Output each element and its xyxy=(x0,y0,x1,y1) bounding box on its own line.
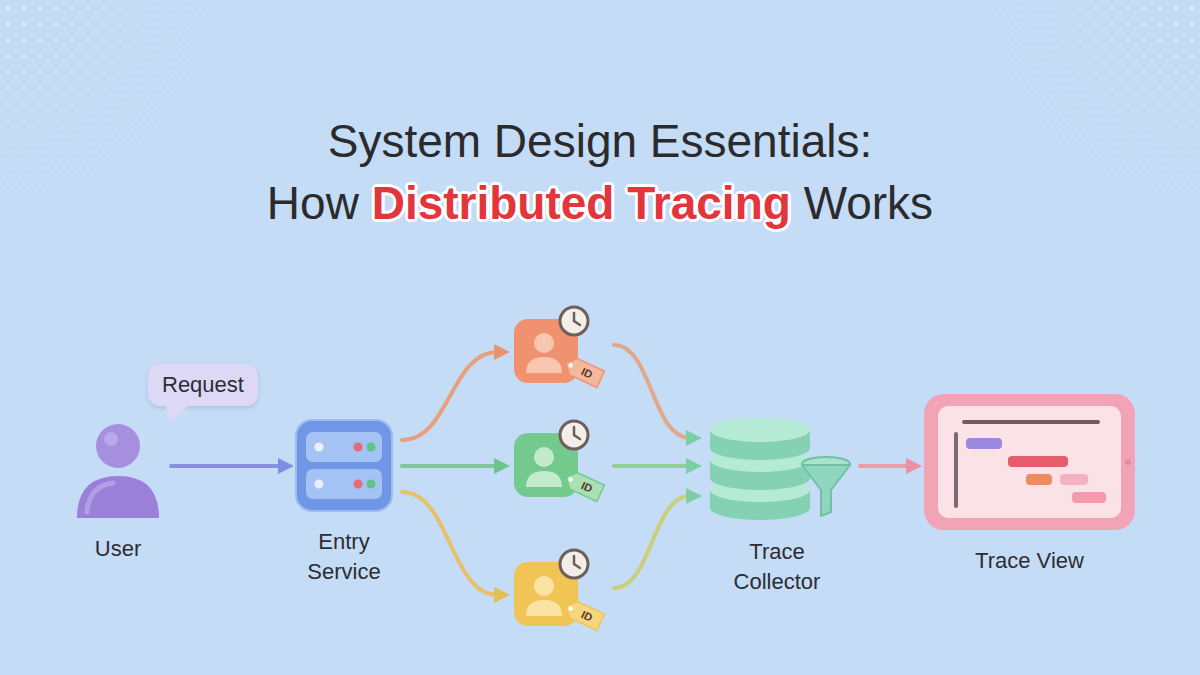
title-word: How xyxy=(267,177,359,229)
diagram-title: System Design Essentials: How Distribute… xyxy=(0,110,1200,234)
icon-part xyxy=(562,469,604,501)
icon-part xyxy=(315,480,324,489)
flow-arrow xyxy=(614,464,690,468)
flow-arrow xyxy=(614,496,690,588)
title-word: System xyxy=(328,115,481,167)
icon-part xyxy=(315,443,324,452)
flow-arrow xyxy=(402,492,498,595)
icon-part xyxy=(296,420,392,511)
icon-part xyxy=(534,576,554,596)
flow-arrow xyxy=(614,345,690,438)
icon-part xyxy=(166,406,188,421)
icon-part xyxy=(306,469,382,499)
icon-part xyxy=(1008,456,1068,467)
icon-part xyxy=(562,598,604,630)
title-word: Design xyxy=(494,115,637,167)
service-box: Entry Service xyxy=(292,418,396,587)
icon-graphic xyxy=(510,548,606,640)
title-word: Works xyxy=(804,177,934,229)
node-label: User xyxy=(95,534,141,564)
bubble-text: Request xyxy=(162,371,244,399)
icon-part xyxy=(104,432,118,446)
icon-graphic xyxy=(922,392,1137,532)
collector-icon: Trace Collector xyxy=(702,408,852,597)
icon-part xyxy=(1072,492,1106,503)
icon-part xyxy=(1060,474,1088,485)
icon-part xyxy=(526,600,562,616)
icon-part xyxy=(802,465,850,516)
icon-part xyxy=(560,307,588,335)
icon-part xyxy=(966,438,1002,449)
icon-part xyxy=(964,420,1098,424)
dot-field xyxy=(840,0,1200,340)
icon-part xyxy=(354,480,363,489)
icon-part xyxy=(296,420,392,511)
node-icon xyxy=(294,418,394,513)
user-icon: User xyxy=(73,420,163,564)
icon-part xyxy=(568,605,574,611)
node-icon: ID xyxy=(510,548,606,640)
icon-graphic xyxy=(166,406,190,422)
node-icon xyxy=(73,420,163,520)
icon-graphic xyxy=(510,305,606,397)
icon-graphic xyxy=(73,420,163,520)
node-icon: ID xyxy=(510,419,606,511)
icon-part xyxy=(354,443,363,452)
icon-part xyxy=(1125,459,1131,465)
icon-part xyxy=(560,421,588,449)
icon-part xyxy=(367,480,376,489)
icon-part xyxy=(534,447,554,467)
icon-part xyxy=(562,469,604,501)
icon-part xyxy=(574,313,580,325)
icon-part xyxy=(568,476,574,482)
node-icon: ID xyxy=(510,305,606,397)
flow-arrow xyxy=(860,464,910,468)
icon-part xyxy=(560,550,588,578)
icon-part xyxy=(562,355,604,387)
icon-part xyxy=(954,434,958,506)
node-icon xyxy=(922,392,1137,532)
icon-part xyxy=(306,432,382,462)
span-icon: ID xyxy=(510,305,606,397)
span-icon: ID xyxy=(510,548,606,640)
icon-part xyxy=(534,333,554,353)
speech-bubble: Request xyxy=(148,364,258,406)
span-icon: ID xyxy=(510,419,606,511)
node-label: Trace View xyxy=(975,546,1084,576)
icon-graphic xyxy=(702,408,852,523)
title-word: Essentials: xyxy=(650,115,872,167)
icon-part xyxy=(938,406,1121,518)
icon-part xyxy=(568,362,574,368)
icon-part xyxy=(526,471,562,487)
flow-arrow xyxy=(402,464,498,468)
node-icon xyxy=(702,408,852,523)
icon-part xyxy=(562,355,604,387)
icon-part xyxy=(367,443,376,452)
icon-part xyxy=(710,418,810,442)
icon-part xyxy=(574,556,580,568)
node-label: Trace Collector xyxy=(715,537,839,597)
dot-field xyxy=(0,0,360,340)
icon-part xyxy=(77,476,159,518)
icon-graphic xyxy=(510,419,606,511)
icon-part xyxy=(574,427,580,439)
icon-graphic xyxy=(294,418,394,513)
node-label: Entry Service xyxy=(292,527,396,587)
icon-part xyxy=(562,598,604,630)
icon-part xyxy=(924,394,1135,530)
icon-part xyxy=(1026,474,1052,485)
title-word: Distributed xyxy=(372,177,615,229)
flow-arrow xyxy=(402,352,498,440)
trace-view-icon: Trace View xyxy=(922,392,1137,576)
icon-part xyxy=(87,483,113,512)
icon-part xyxy=(96,424,140,468)
icon-part xyxy=(526,357,562,373)
title-word: Tracing xyxy=(627,177,791,229)
flow-arrow xyxy=(171,464,282,468)
